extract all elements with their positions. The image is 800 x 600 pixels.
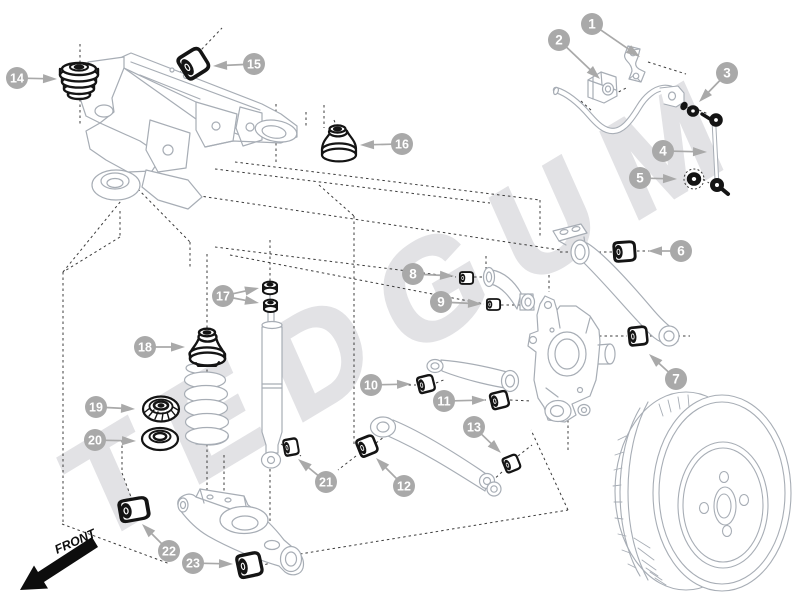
svg-text:15: 15 (247, 58, 261, 72)
svg-text:12: 12 (397, 480, 411, 494)
svg-text:7: 7 (672, 372, 680, 387)
svg-text:9: 9 (437, 295, 445, 310)
svg-text:2: 2 (555, 33, 563, 48)
svg-text:21: 21 (319, 476, 333, 490)
svg-text:6: 6 (677, 244, 685, 259)
svg-text:3: 3 (723, 66, 731, 81)
svg-text:1: 1 (588, 17, 596, 32)
svg-text:8: 8 (409, 267, 417, 282)
svg-text:23: 23 (186, 557, 200, 571)
svg-text:13: 13 (467, 421, 481, 435)
svg-text:19: 19 (89, 401, 103, 415)
svg-text:11: 11 (437, 395, 450, 409)
svg-text:14: 14 (10, 72, 24, 86)
svg-text:16: 16 (395, 138, 409, 152)
svg-text:22: 22 (162, 545, 176, 559)
svg-text:5: 5 (636, 171, 644, 186)
svg-text:20: 20 (88, 434, 102, 448)
svg-text:17: 17 (216, 290, 230, 304)
svg-text:4: 4 (659, 144, 667, 159)
svg-text:18: 18 (138, 341, 152, 355)
svg-text:10: 10 (364, 379, 378, 393)
